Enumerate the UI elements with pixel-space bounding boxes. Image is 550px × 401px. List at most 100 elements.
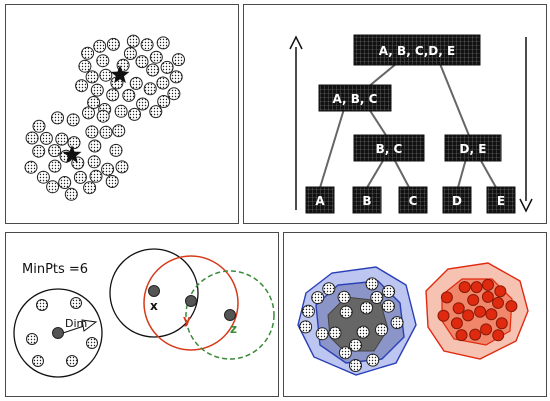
neighbor-point	[32, 355, 44, 367]
kmeans-canvas	[24, 34, 185, 201]
point-y	[185, 295, 197, 307]
cluster-point	[172, 53, 185, 67]
cluster-point	[122, 88, 136, 102]
blue-cluster-point	[338, 346, 352, 360]
cluster-point	[99, 125, 113, 139]
red-cluster-point	[470, 281, 483, 294]
cluster-point	[140, 38, 154, 52]
leaf-e: E	[486, 186, 516, 214]
core-point	[52, 327, 64, 339]
leaf-b-label: B	[362, 194, 371, 208]
red-cluster-point	[494, 285, 507, 298]
neighbor-point	[36, 299, 48, 311]
node-left-merge: A, B, C	[318, 84, 392, 112]
leaf-c-label: C	[409, 194, 418, 208]
cluster-point	[85, 125, 99, 139]
node-root: A, B, C,D, E	[353, 34, 481, 66]
red-cluster-point	[458, 281, 471, 294]
dendrogram-links	[318, 48, 499, 192]
cluster-point	[160, 60, 174, 74]
dbscan-panel: MinPts =6 Dim x y z	[5, 232, 279, 397]
kmeans-panel	[5, 4, 239, 224]
leaf-c: C	[398, 186, 428, 214]
leaf-a: A	[305, 186, 335, 214]
dim-label: Dim	[65, 317, 87, 330]
cluster-point	[55, 132, 69, 146]
red-cluster-point	[440, 291, 453, 304]
blue-cluster-point	[356, 325, 370, 339]
red-cluster-point	[467, 294, 480, 306]
node-mid-merge-label: B, C	[376, 142, 403, 156]
dim-arrow-icon	[62, 319, 98, 334]
cluster-point	[126, 34, 140, 48]
cluster-point	[48, 159, 62, 173]
red-cluster-point	[480, 323, 493, 336]
leaf-b: B	[352, 186, 382, 214]
x-neighborhood	[109, 248, 199, 338]
blue-cluster-point	[370, 291, 384, 304]
cluster-point	[90, 83, 104, 97]
cluster-point	[106, 88, 120, 102]
point-x	[148, 285, 160, 297]
cluster-point	[48, 144, 62, 158]
blue-cluster-point	[301, 304, 315, 318]
cluster-point	[112, 124, 126, 138]
cluster-point	[167, 87, 181, 101]
blue-cluster-point	[349, 359, 362, 372]
cluster-point	[89, 169, 103, 183]
neighbor-point	[86, 337, 98, 349]
blue-cluster-point	[381, 299, 395, 313]
cluster-point	[83, 181, 97, 195]
cluster-point	[78, 59, 92, 73]
leaf-d: D	[442, 186, 472, 214]
cluster-point	[85, 70, 99, 84]
blue-cluster-point	[315, 327, 329, 341]
cluster-point	[99, 68, 113, 82]
red-cluster-point	[450, 317, 463, 330]
cluster-point	[73, 170, 87, 184]
blue-cluster-point	[328, 326, 342, 340]
red-cluster-point	[485, 308, 498, 321]
cluster-point	[51, 111, 64, 125]
cluster-point	[32, 119, 46, 133]
leaf-e-label: E	[497, 194, 505, 208]
red-cluster-point	[481, 290, 494, 303]
blue-cluster-point	[390, 316, 404, 330]
cluster-point	[96, 109, 110, 123]
blue-cluster-point	[339, 305, 353, 319]
density-canvas	[297, 262, 529, 376]
dbscan-canvas: MinPts =6 Dim x y z	[13, 248, 275, 378]
blue-cluster-point	[311, 291, 325, 305]
blue-cluster-point	[337, 290, 351, 304]
cluster-point	[88, 139, 102, 153]
cluster-point	[39, 131, 53, 145]
cluster-point	[96, 54, 110, 68]
node-left-merge-label: A, B, C	[333, 92, 378, 106]
cluster-point	[82, 106, 95, 120]
cluster-point	[157, 95, 171, 108]
red-cluster-point	[474, 305, 487, 318]
leaf-d-label: D	[452, 194, 462, 208]
cluster-point	[101, 162, 115, 176]
blue-cluster-point	[365, 277, 379, 291]
cluster-point	[106, 37, 120, 51]
cluster-point	[146, 63, 160, 77]
cluster-point	[64, 187, 78, 201]
cluster-point	[156, 36, 170, 50]
density-panel	[283, 232, 547, 397]
density-points	[299, 277, 518, 372]
cluster-point	[156, 76, 170, 90]
cluster-point	[128, 107, 141, 121]
node-mid-merge: B, C	[353, 134, 425, 162]
cluster-point	[135, 55, 149, 69]
cluster-point	[46, 180, 60, 194]
z-neighborhood	[185, 270, 275, 360]
leaf-a-label: A	[315, 194, 325, 208]
cluster-point	[25, 131, 39, 145]
minpts-label: MinPts =6	[22, 262, 88, 277]
hierarchical-panel: A, B, C,D, E A, B, C B, C D, E A B	[243, 4, 547, 224]
cluster-point	[67, 136, 81, 150]
red-cluster-point	[469, 328, 482, 341]
blue-cluster-point	[375, 323, 388, 337]
